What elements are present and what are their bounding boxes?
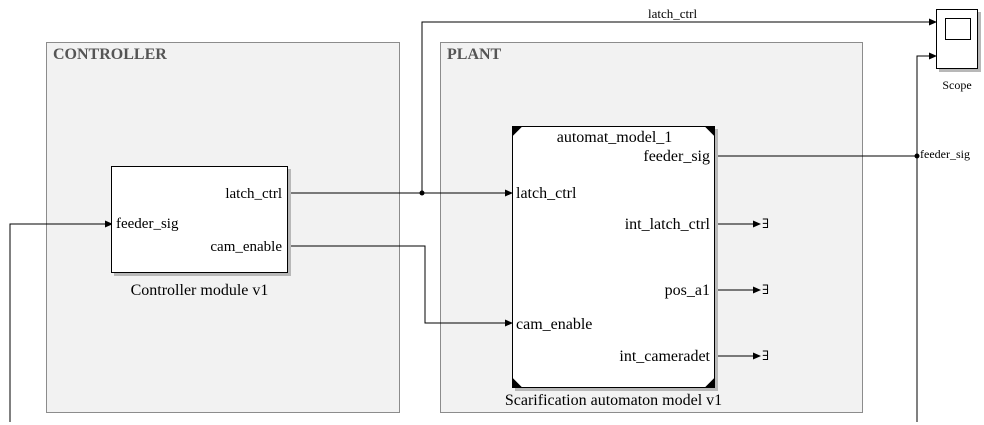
plant-input-cam-enable: cam_enable [516, 316, 593, 333]
plant-area-title: PLANT [447, 46, 502, 63]
branch-point-feeder-sig [914, 153, 920, 159]
signal-label-feeder-sig: feeder_sig [920, 147, 970, 161]
controller-input-feeder-sig: feeder_sig [116, 216, 179, 232]
plant-output-int-latch-ctrl: int_latch_ctrl [624, 216, 710, 233]
wire-feeder-sig-scope [916, 52, 937, 156]
plant-output-feeder-sig: feeder_sig [643, 148, 710, 165]
terminator-pos-a1[interactable]: ∃ [762, 282, 770, 297]
plant-output-pos-a1: pos_a1 [664, 282, 710, 299]
scope-screen-icon [945, 18, 971, 40]
plant-block-corner-marks [512, 126, 715, 388]
controller-output-latch-ctrl: latch_ctrl [225, 186, 282, 202]
scope-caption: Scope [942, 78, 972, 92]
wire-cam-enable [287, 245, 513, 327]
wire-latch-ctrl-branch [421, 18, 937, 193]
plant-inner-title: automat_model_1 [556, 129, 673, 146]
controller-block[interactable]: feeder_sig latch_ctrl cam_enable [111, 166, 288, 273]
branch-point-latch-ctrl [419, 190, 425, 196]
wire-feeder-sig-return [9, 220, 113, 422]
plant-block[interactable]: automat_model_1 feeder_sig latch_ctrl in… [512, 126, 715, 388]
plant-output-int-cameradet: int_cameradet [619, 348, 710, 365]
signal-label-latch-ctrl: latch_ctrl [648, 6, 698, 21]
terminator-int-latch-ctrl[interactable]: ∃ [762, 216, 770, 231]
scope-block[interactable] [936, 9, 978, 69]
plant-block-caption: Scarification automaton model v1 [504, 392, 723, 409]
controller-area-title: CONTROLLER [53, 46, 167, 63]
plant-input-latch-ctrl: latch_ctrl [516, 185, 577, 202]
controller-output-cam-enable: cam_enable [210, 239, 282, 255]
terminator-int-cameradet[interactable]: ∃ [762, 348, 770, 363]
controller-block-caption: Controller module v1 [130, 282, 269, 299]
